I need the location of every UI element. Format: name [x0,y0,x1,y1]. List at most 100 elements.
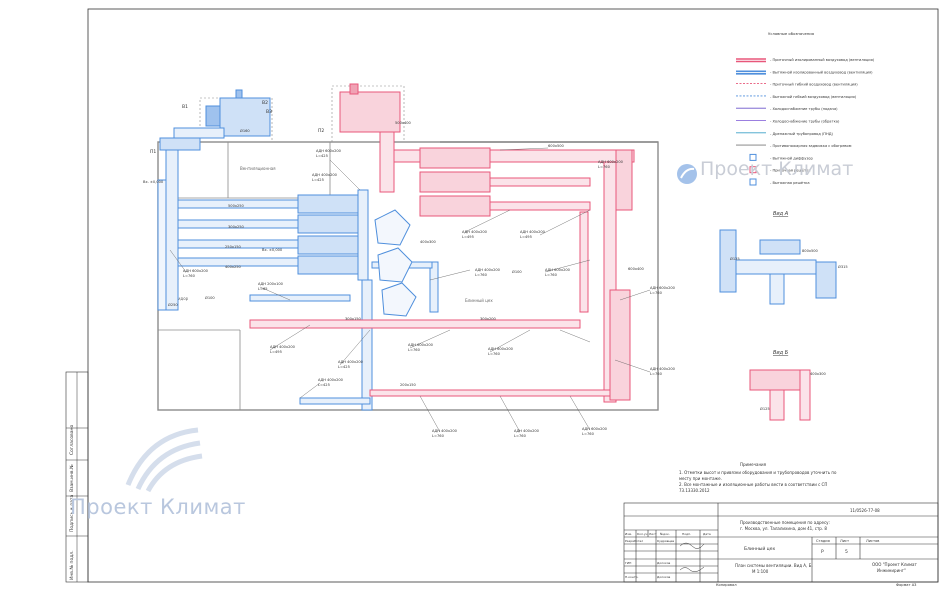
stamp-sign-date: Подпись и дата [69,494,75,532]
notes-line-3: 2. Все монтажные и изоляционные работы в… [679,482,827,487]
notes-heading: Примечания [740,462,767,467]
col-izm: Изм. [625,532,632,536]
company-line-1: ООО "Проект Климат [872,562,917,567]
sheets-header: Листов [866,539,879,543]
role-normcontrol: Н.контр. [625,575,638,579]
unit-v1: В2 [262,100,268,106]
view-b-title: Вид Б [773,350,789,356]
signature-1 [679,542,705,549]
legend-label: - Противопожарная задвижка с обогревом [770,144,852,148]
legend-label: - Вытяжная решётка [770,181,810,185]
label-ad9: АДН 600х200 [598,160,624,164]
label-ad19: АДН 600х200 [582,427,608,431]
watermark-corner: Проект Климат [70,495,246,519]
legend-item: - Противопожарная задвижка с обогревом [736,144,852,148]
sheet-header: Лист [840,539,849,543]
footer-format: Формат А3 [896,583,916,587]
col-date: Дата [703,532,711,536]
size-d1: 600х500 [548,144,565,148]
room-ventilation-label: Вентиляционная [240,166,276,171]
size-d3: 400х300 [420,240,437,244]
label-ad2-len: L=425 [312,178,324,182]
label-ad3-len: L=495 [462,235,474,239]
legend-symbol [749,153,757,161]
annotation-leaders [169,147,651,433]
legend-item: - Приточный изолированный воздуховод (ве… [736,58,875,63]
label-ad1-len: L=425 [316,154,328,158]
legend-label: - Холодоснабжение трубы (обратка) [770,120,840,124]
label-ad4: АДН 400х200 [520,230,546,234]
stamp-agreed: Согласовано [69,425,75,455]
unit-v2: В3 [266,109,272,115]
size-d14: 800х500 [802,249,819,253]
stage-value: Р [821,549,824,555]
label-ad7-len: L=760 [650,291,663,295]
label-ad7: АДН 600х200 [650,286,676,290]
sheet-frame [87,8,939,583]
legend-symbol [749,166,757,174]
label-ad10: АДН 600х200 [183,269,209,273]
legend-label: - Приточная решётка [770,169,811,173]
legend: Условные обозначения - Приточный изолиро… [736,31,875,186]
label-ad18-len: L=760 [514,434,527,438]
legend-item: - Дренажный трубопровод (ПНД) [736,132,833,136]
legend-label: - Вытяжной гибкий воздуховод (вентиляция… [770,95,857,99]
title-block [623,502,939,583]
legend-item: - Вытяжной гибкий воздуховод (вентиляция… [736,95,857,99]
legend-label: - Дренажный трубопровод (ПНД) [770,132,833,136]
label-ad13-len: L=65 [258,287,268,291]
label-ad5-len: L=760 [475,273,488,277]
label-ad17: АДН 400х200 [432,429,458,433]
plan-line-1: План системы вентиляции. Вид А, Б. [735,563,813,568]
size-d6: 250х150 [225,245,242,249]
legend-item: - Приточная решётка [749,166,811,174]
address-line-1: Производственные помещения по адресу: [740,520,830,525]
exhaust-duct-network [157,89,837,411]
size-d10: Ø250 [168,302,178,307]
plan-line-2: М 1:100 [752,569,769,574]
size-d5: 300х250 [228,225,245,229]
size-d9: 200х150 [400,383,417,387]
unit-p1: В1 [182,104,188,110]
unit-p2: П2 [318,128,324,134]
role-normcontrol-name: Долохов [657,575,671,579]
label-ad16: АДН 600х200 [488,347,514,351]
label-ad15-len: L=760 [408,348,421,352]
label-ad12: АДН 400х200 [318,378,344,382]
label-ad10-len: L=760 [183,274,196,278]
label-ad4-len: L=495 [520,235,532,239]
legend-label: - Приточный изолированный воздуховод (ве… [770,58,875,62]
size-d11: Ø315 [838,264,848,269]
label-ad3: АДН 400х200 [462,230,488,234]
label-ad12-len: L=425 [318,383,330,387]
legend-item: - Вытяжной изолированный воздуховод (вен… [736,70,873,75]
footer-copied: Копировал [716,583,737,587]
legend-label: - Вытяжной диффузор [770,156,813,160]
company-line-2: Инжиниринг" [877,568,906,573]
legend-label: - Холодоснабжение трубы (подача) [770,107,838,111]
address-line-2: г. Москва, ул. Талалихина, дом 41, стр. … [740,526,827,531]
watermark-right-logo-icon [677,164,697,184]
mark-d100-2: Ø100 [512,269,522,274]
label-ad6: АДН 600х200 [545,268,571,272]
watermark-logo-icon [125,427,203,493]
label-ad9-len: L=760 [598,165,611,169]
role-developer-name: Кудрявцев [657,539,674,543]
label-ad11: АДН 400х200 [270,345,296,349]
legend-item: - Вытяжной диффузор [749,153,813,161]
notes-line-2: месту при монтаже. [679,476,722,481]
watermark-right: Проект Климат [700,158,854,180]
label-ad2: АДН 400х200 [312,173,338,177]
stage-header: Стадия [816,539,830,543]
label-ad14: АДН 400х200 [338,360,364,364]
legend-item: - Холодоснабжение трубы (обратка) [736,120,840,124]
stamp-inv-orig: Инв.№ подл. [69,550,75,580]
size-d16: 300х200 [480,317,497,321]
size-d2: 500х400 [395,121,412,125]
mark-d100-1: Ø100 [205,295,215,300]
room-kitchen-label: Блинный цех [465,298,493,303]
mark-d125-2: Ø125 [760,406,770,411]
label-ad18: АДН 400х200 [514,429,540,433]
